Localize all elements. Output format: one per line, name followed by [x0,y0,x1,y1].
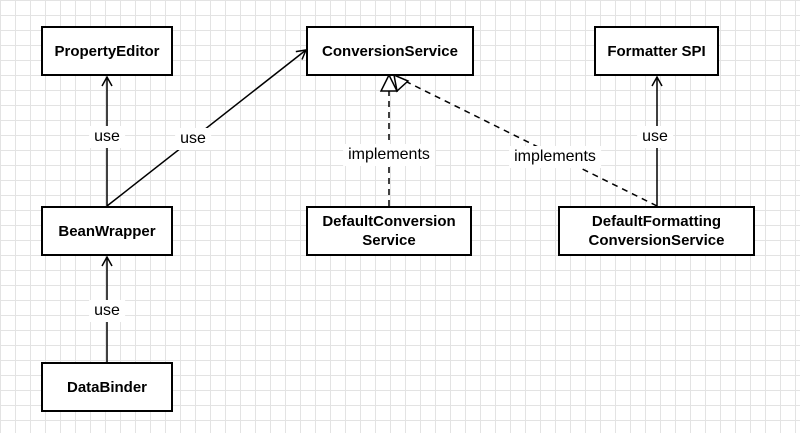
edge-label-use-conversionservice: use [175,128,211,150]
realization-arrowhead-left [379,73,399,92]
realization-arrowhead-right [393,73,410,93]
edge-label-use-formatterspi: use [637,126,673,148]
node-formatter-spi[interactable]: Formatter SPI [594,26,719,76]
edge-label-implements-defaultformatting: implements [509,146,601,168]
node-bean-wrapper[interactable]: BeanWrapper [41,206,173,256]
node-default-formatting-conversion-service[interactable]: DefaultFormatting ConversionService [558,206,755,256]
edge-defaultformatting-implements [400,78,658,207]
node-default-conversion-service[interactable]: DefaultConversion Service [306,206,472,256]
edge-label-use-beanwrapper: use [89,300,125,322]
node-property-editor[interactable]: PropertyEditor [41,26,173,76]
node-data-binder[interactable]: DataBinder [41,362,173,412]
edge-label-use-propertyeditor: use [89,126,125,148]
edge-label-implements-defaultconversion: implements [343,144,435,166]
node-conversion-service[interactable]: ConversionService [306,26,474,76]
